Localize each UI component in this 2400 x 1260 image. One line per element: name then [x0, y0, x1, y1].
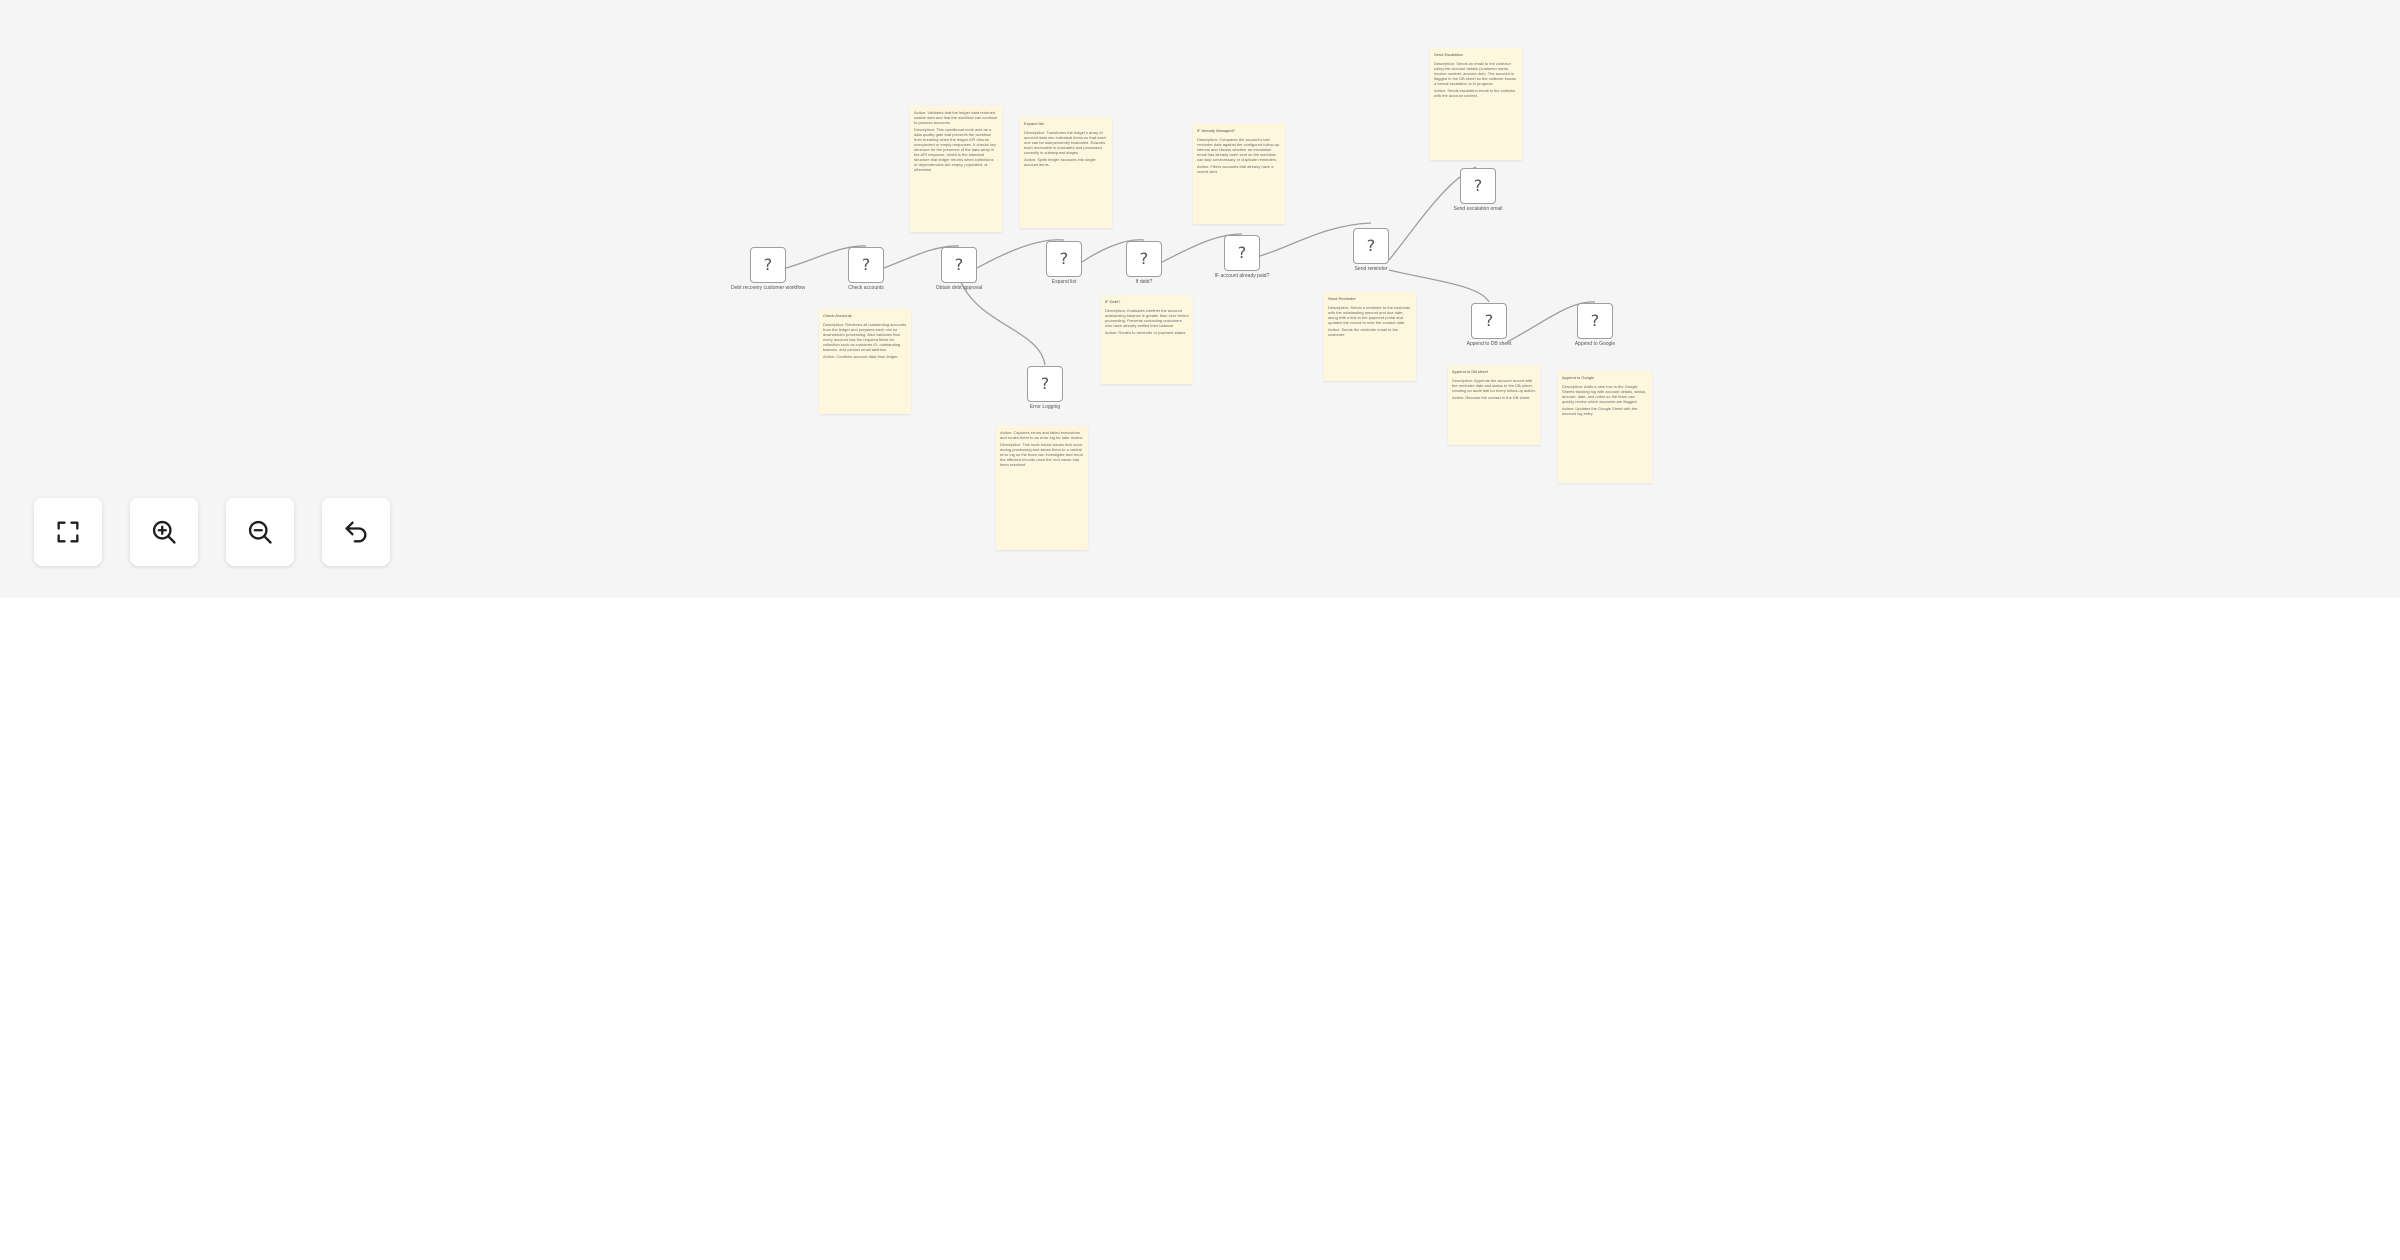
note-text: Description: Compares the account's last… [1197, 137, 1280, 162]
node-question-icon[interactable]: ? [1460, 168, 1496, 204]
sticky-note[interactable]: Check Accounts Description: Retrieves al… [819, 309, 911, 414]
edge-n4-n5 [1081, 239, 1145, 263]
note-title: Check Accounts [823, 313, 852, 318]
workflow-node[interactable]: ? IF account already paid? [1187, 235, 1297, 279]
edge-n9-n10 [1506, 301, 1596, 343]
connection-lines [785, 166, 1596, 366]
edge-n6-n7 [1259, 222, 1372, 257]
node-label: Debt recovery customer workflow [731, 285, 805, 291]
workflow-node[interactable]: ? Expand list [1009, 241, 1119, 285]
node-question-icon[interactable]: ? [1224, 235, 1260, 271]
sticky-note[interactable]: Send Escalation Description: Sends an em… [1430, 48, 1522, 160]
workflow-node[interactable]: ? Obtain debt approval [904, 247, 1014, 291]
sticky-note[interactable]: Send Reminder Description: Sends a remin… [1324, 292, 1416, 381]
note-text: Action: Sends escalation email to the co… [1434, 88, 1516, 98]
note-title: Append to Google [1562, 375, 1595, 380]
note-title: Expand list [1024, 121, 1044, 126]
sticky-note[interactable]: Action: Validates that the ledger data r… [910, 106, 1002, 232]
node-question-icon[interactable]: ? [1027, 366, 1063, 402]
note-text: Action: Splits ledger accounts into sing… [1024, 157, 1096, 167]
note-text: Action: Filters accounts that already ha… [1197, 164, 1274, 174]
node-label: Check accounts [848, 285, 884, 291]
workflow-canvas[interactable]: ? Debt recovery customer workflow ? Chec… [0, 0, 2400, 598]
note-text: Action: Captures errors and failed execu… [1000, 430, 1084, 440]
fit-view-icon [57, 521, 79, 543]
note-title: Send Reminder [1328, 296, 1356, 301]
undo-icon [345, 521, 367, 543]
note-text: Description: This conditional node acts … [914, 127, 997, 172]
edge-n5-n6 [1161, 233, 1243, 263]
note-text: Action: Updates the Google Sheet with th… [1562, 406, 1638, 416]
note-text: Description: Appends the account record … [1452, 378, 1536, 393]
node-label: If debt? [1135, 279, 1153, 285]
note-text: Description: Retrieves all outstanding a… [823, 322, 907, 352]
note-text: Description: Sends a reminder to the cus… [1328, 305, 1411, 325]
node-question-icon[interactable]: ? [1577, 303, 1613, 339]
node-label: Send escalation email [1453, 206, 1503, 212]
blank-page-area [0, 598, 2400, 1260]
note-title: IF Already Managed? [1197, 128, 1236, 133]
note-text: Description: Adds a new row to the Googl… [1562, 384, 1647, 404]
workflow-node[interactable]: ? Append to Google [1540, 303, 1650, 347]
undo-button[interactable] [322, 498, 390, 566]
sticky-note[interactable]: Expand list Description: Transforms the … [1020, 117, 1112, 228]
node-question-icon[interactable]: ? [1353, 228, 1389, 264]
note-text: Description: Sends an email to the colle… [1434, 61, 1517, 86]
sticky-note[interactable]: Action: Captures errors and failed execu… [996, 426, 1088, 550]
edge-n2-n3 [883, 245, 960, 269]
note-text: Description: Transforms the ledger's arr… [1024, 130, 1106, 155]
note-text: Action: Routes to reminder or payment st… [1105, 330, 1187, 335]
workflow-node[interactable]: ? Error Logging [990, 366, 1100, 410]
node-question-icon[interactable]: ? [1126, 241, 1162, 277]
node-question-icon[interactable]: ? [1046, 241, 1082, 277]
note-text: Description: This node tracks issues tha… [1000, 442, 1083, 467]
note-text: Action: Sends the reminder email to the … [1328, 327, 1399, 337]
node-label: Error Logging [1029, 404, 1061, 410]
edge-n7-n9 [1388, 269, 1490, 303]
note-text: Action: Confirms account data from ledge… [823, 354, 899, 359]
node-question-icon[interactable]: ? [750, 247, 786, 283]
zoom-out-icon [248, 520, 272, 544]
sticky-note[interactable]: IF Debt? Description: Evaluates whether … [1101, 295, 1193, 384]
workflow-node[interactable]: ? Send escalation email [1423, 168, 1533, 212]
edge-n1-n2 [785, 245, 867, 269]
zoom-in-icon [152, 520, 176, 544]
zoom-out-button[interactable] [226, 498, 294, 566]
workflow-node[interactable]: ? Send reminder [1316, 228, 1426, 272]
workflow-node[interactable]: ? Debt recovery customer workflow [713, 247, 823, 291]
node-question-icon[interactable]: ? [1471, 303, 1507, 339]
workflow-node[interactable]: ? Check accounts [811, 247, 921, 291]
edge-n3-n11 [960, 281, 1046, 366]
sticky-note[interactable]: Append to DB sheet Description: Appends … [1448, 365, 1540, 445]
node-label: Expand list [1051, 279, 1077, 285]
note-text: Action: Records the contact in the DB sh… [1452, 395, 1531, 400]
node-label: Obtain debt approval [935, 285, 983, 291]
workflow-node[interactable]: ? If debt? [1089, 241, 1199, 285]
sticky-note[interactable]: Append to Google Description: Adds a new… [1558, 371, 1652, 483]
note-text: Description: Evaluates whether the accou… [1105, 308, 1189, 328]
sticky-note[interactable]: IF Already Managed? Description: Compare… [1193, 124, 1285, 224]
note-title: Send Escalation [1434, 52, 1463, 57]
node-label: Append to Google [1574, 341, 1616, 347]
note-title: IF Debt? [1105, 299, 1121, 304]
note-title: Append to DB sheet [1452, 369, 1488, 374]
node-question-icon[interactable]: ? [848, 247, 884, 283]
workflow-node[interactable]: ? Append to DB sheet [1434, 303, 1544, 347]
node-label: Append to DB sheet [1466, 341, 1512, 347]
edge-n3-n4 [976, 239, 1065, 269]
zoom-in-button[interactable] [130, 498, 198, 566]
node-question-icon[interactable]: ? [941, 247, 977, 283]
node-label: IF account already paid? [1214, 273, 1270, 279]
node-label: Send reminder [1354, 266, 1388, 272]
fit-view-button[interactable] [34, 498, 102, 566]
note-text: Action: Validates that the ledger data r… [914, 110, 998, 125]
